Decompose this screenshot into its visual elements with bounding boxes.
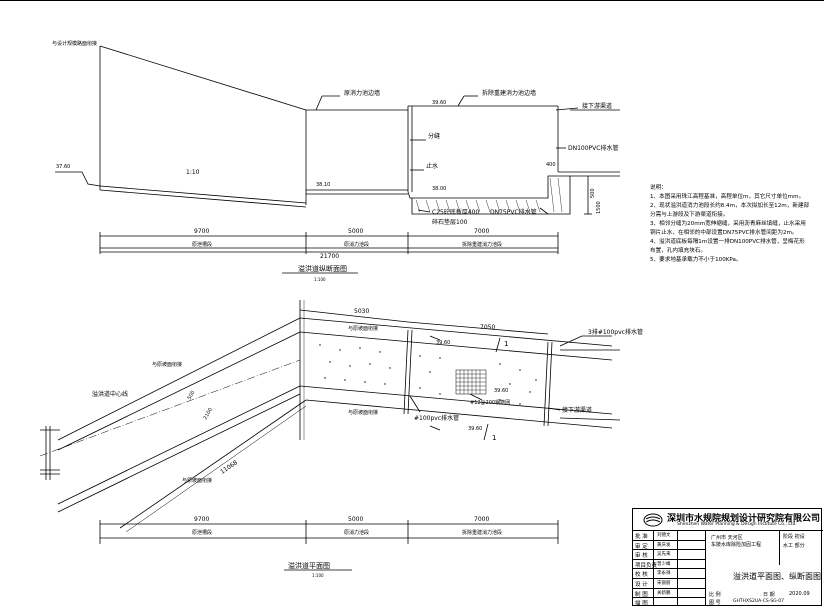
plan-seg-2: 原消力池段 bbox=[344, 529, 369, 536]
profile-total: 21700 bbox=[320, 253, 339, 260]
approval-row: 审 核吴先来 bbox=[633, 550, 705, 560]
design-notes: 说明： 1、本图采用珠江高程基准，高程单位m，其它尺寸单位mm。 2、现状溢洪道… bbox=[650, 184, 810, 265]
plan-view bbox=[39, 300, 621, 571]
profile-dn75-label: DN75PVC排水管 bbox=[490, 208, 537, 216]
profile-dim-1: 9700 bbox=[194, 228, 209, 235]
note-item: 3、相邻分缝为20mm宽伸缩缝，采用沥青麻丝填缝，止水采用铜片止水，在相邻的中部… bbox=[650, 221, 806, 236]
plan-road-c: 与原坡面衔接 bbox=[348, 409, 378, 416]
company-header: 深圳市水规院规划设计研究院有限公司 Shenzhen Water Plannin… bbox=[633, 509, 823, 531]
profile-seg-3: 拆除重建消力池段 bbox=[462, 241, 502, 248]
company-name: 深圳市水规院规划设计研究院有限公司 bbox=[667, 514, 821, 524]
profile-rebuild-wall-label: 拆除重建消力池边墙 bbox=[482, 89, 536, 97]
plan-dot-pattern bbox=[319, 344, 537, 405]
approval-row: 审 定黄庆发 bbox=[633, 541, 705, 551]
drawing-no: GHTHXS2UA-CS-SG-07 bbox=[733, 599, 785, 604]
approval-row: 批 准刘德文 bbox=[633, 531, 705, 541]
profile-slope: 1:10 bbox=[186, 169, 200, 176]
plan-title: 溢洪道平面图 bbox=[288, 561, 330, 570]
plan-dim-5030: 5030 bbox=[354, 308, 369, 315]
profile-dim-400: 400 bbox=[546, 162, 556, 168]
plan-downstream-label: 接下游渠道 bbox=[562, 406, 592, 414]
plan-pvc-label: #100pvc排水管 bbox=[414, 414, 459, 422]
date-label: 日 期 bbox=[763, 592, 775, 598]
plan-road-a: 与原坡面衔接 bbox=[152, 361, 182, 368]
note-item: 1、本图采用珠江高程基准，高程单位m，其它尺寸单位mm。 bbox=[650, 194, 805, 200]
profile-title: 溢洪道纵断面图 bbox=[298, 264, 347, 273]
plan-rebar-label: #12@200钢筋网 bbox=[470, 399, 510, 406]
profile-dim-3: 7000 bbox=[474, 228, 489, 235]
profile-elev-mid: 38.10 bbox=[316, 182, 330, 188]
company-logo-icon bbox=[643, 513, 663, 527]
plan-centerline-label: 溢洪道中心线 bbox=[92, 390, 128, 398]
scale-label: 比 例 bbox=[709, 592, 721, 598]
plan-dim-2: 5000 bbox=[348, 516, 363, 523]
approval-row: 制 图关新鹏 bbox=[633, 589, 705, 599]
profile-joint-label: 分缝 bbox=[428, 132, 440, 140]
profile-elev-left: 37.60 bbox=[56, 164, 70, 170]
plan-scale: 1:100 bbox=[312, 573, 324, 578]
approval-row: 设 计宋丽丽 bbox=[633, 579, 705, 589]
profile-drainpipe-label: DN100PVC排水管 bbox=[568, 144, 618, 152]
plan-dim-2100: 2100 bbox=[203, 407, 215, 421]
profile-dim-2: 5000 bbox=[348, 228, 363, 235]
approval-row: 校 核李永祥 bbox=[633, 569, 705, 579]
note-item: 5、要求地基承载力不小于100KPa。 bbox=[650, 257, 742, 263]
profile-seg-2: 原消力池段 bbox=[344, 241, 369, 248]
profile-gravel-label: 碎石垫层100 bbox=[432, 218, 468, 226]
note-item: 4、溢洪道底板每隔1m设置一排DN100PVC排水管，呈梅花形布置，孔内填充块石… bbox=[650, 239, 805, 254]
approval-row: 描 图 bbox=[635, 601, 648, 608]
company-name-en: Shenzhen Water Planning & Design Institu… bbox=[677, 522, 797, 527]
profile-scale: 1:100 bbox=[314, 277, 326, 282]
notes-heading: 说明： bbox=[650, 185, 667, 191]
plan-elev-b: 39.60 bbox=[494, 388, 508, 394]
plan-section-mark-bot: 1 bbox=[492, 434, 496, 442]
plan-seg-1: 原泄槽段 bbox=[192, 529, 212, 536]
plan-dim-11068: 11068 bbox=[219, 459, 239, 476]
profile-waterstop-label: 止水 bbox=[426, 162, 438, 170]
profile-top-note: 与设计规模路面衔接 bbox=[52, 40, 97, 47]
plan-seg-3: 拆除重建消力池段 bbox=[462, 529, 502, 536]
plan-road-d: 与原坡面衔接 bbox=[182, 477, 212, 484]
project-name: 广州市 天河区 车陂水库除险加固工程 bbox=[711, 535, 762, 548]
profile-downstream-label: 接下游渠道 bbox=[582, 102, 612, 110]
plan-dim-500: 500 bbox=[187, 390, 197, 401]
plan-dim-1: 9700 bbox=[194, 516, 209, 523]
note-item: 2、现状溢洪道消力池段长约8.4m，本次拟加长至12m，新建部分需与上游段及下游… bbox=[650, 203, 810, 218]
title-block: 深圳市水规院规划设计研究院有限公司 Shenzhen Water Plannin… bbox=[632, 508, 823, 608]
plan-3pipe-label: 3排#100pvc排水管 bbox=[588, 328, 643, 336]
stage-info: 阶段 初设 水工 部分 bbox=[783, 534, 805, 549]
profile-elev-top: 39.60 bbox=[432, 100, 446, 106]
plan-dim-3: 7000 bbox=[474, 516, 489, 523]
plan-dim-7050: 7050 bbox=[480, 324, 495, 331]
plan-elev-c: 39.60 bbox=[468, 426, 482, 432]
profile-dim-1500: 1500 bbox=[596, 201, 602, 214]
profile-view bbox=[55, 45, 620, 274]
profile-c25-label: C25砼底板厚400 bbox=[432, 208, 479, 216]
drawing-title: 溢洪道平面图、纵断面图 bbox=[733, 572, 821, 581]
plan-elev-a: 39.60 bbox=[436, 340, 450, 346]
plan-road-b: 与原坡面衔接 bbox=[348, 325, 378, 332]
profile-elev-bot: 38.00 bbox=[432, 186, 446, 192]
profile-dim-500: 500 bbox=[590, 188, 596, 198]
plan-section-mark-top: 1 bbox=[504, 340, 508, 348]
profile-orig-wall-label: 原消力池边墙 bbox=[344, 89, 380, 97]
drawing-no-label: 图 号 bbox=[709, 600, 721, 606]
date-value: 2020.09 bbox=[789, 591, 810, 597]
profile-seg-1: 原泄槽段 bbox=[192, 241, 212, 248]
approval-row: 项目负责曾少峰 bbox=[633, 560, 705, 570]
